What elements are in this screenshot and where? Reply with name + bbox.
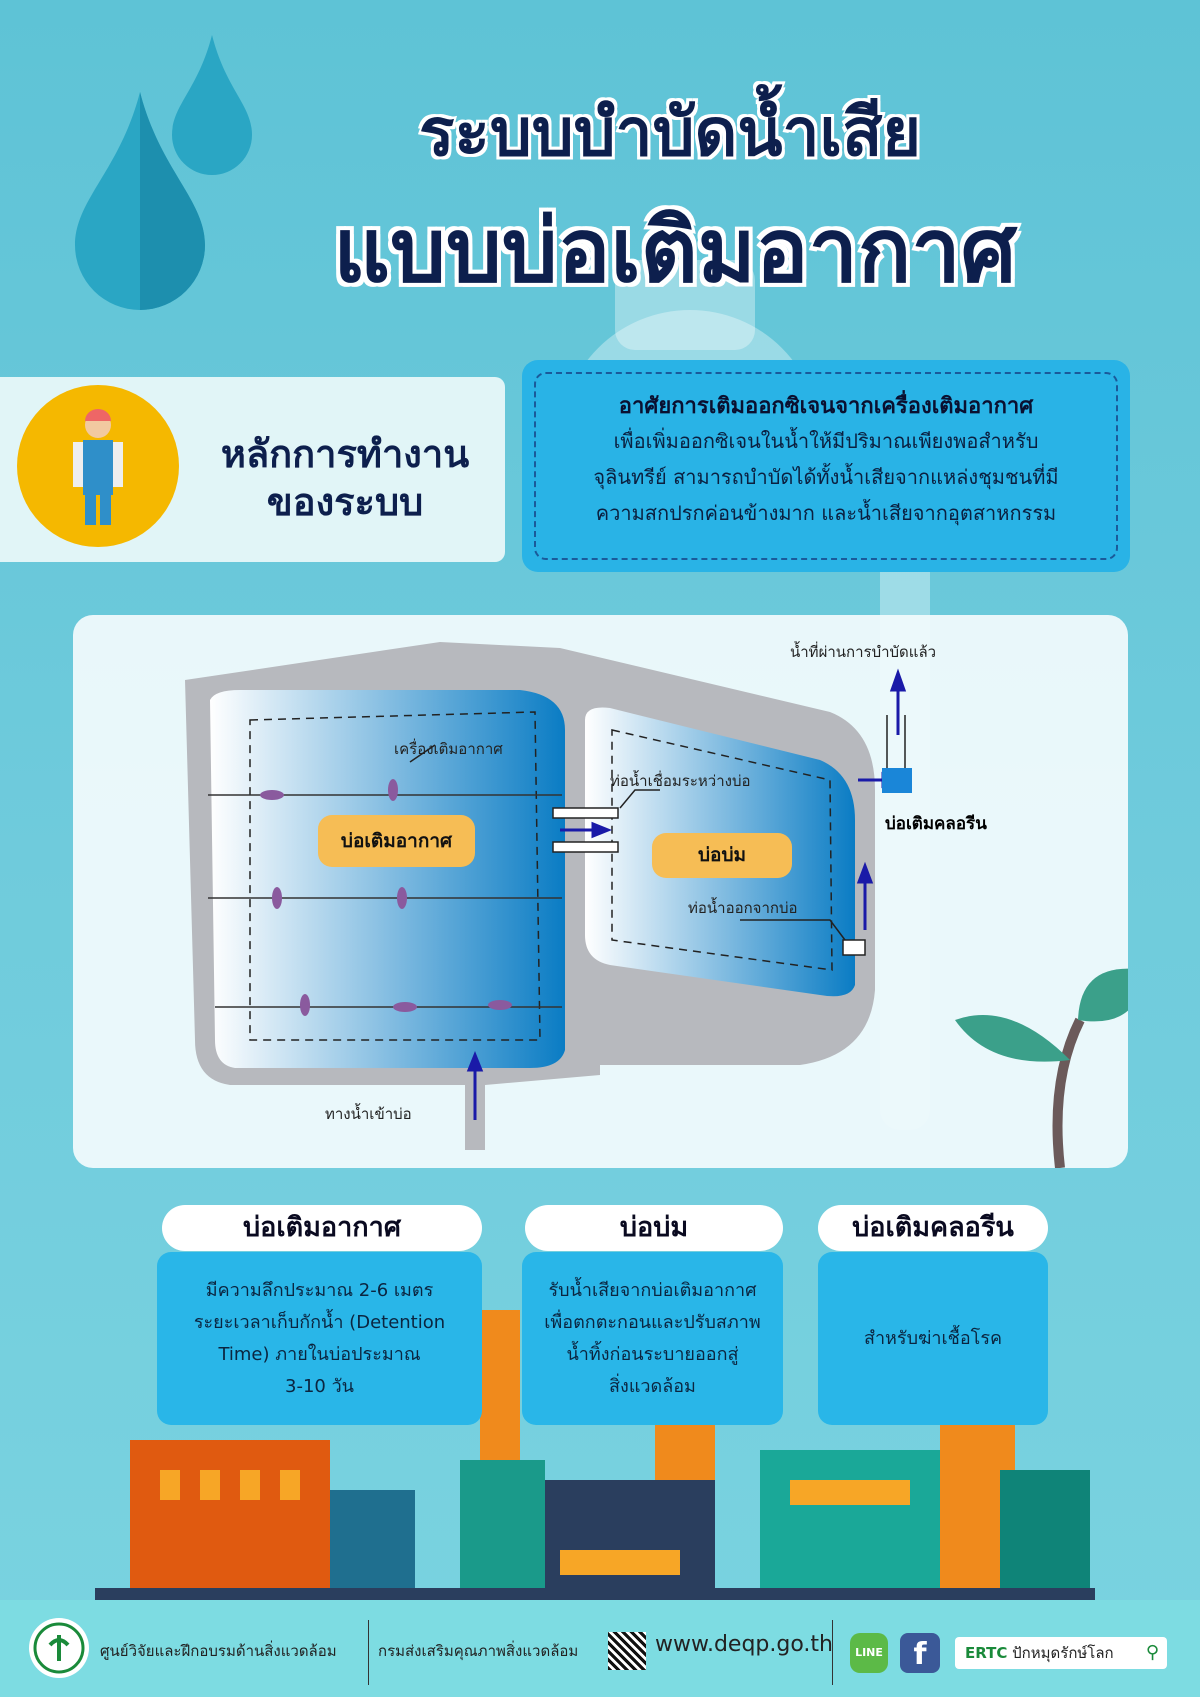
- card-line: ระยะเวลาเก็บกักน้ำ (Detention: [193, 1311, 446, 1333]
- card-aeration: มีความลึกประมาณ 2-6 เมตรระยะเวลาเก็บกักน…: [157, 1252, 482, 1425]
- divider: [368, 1620, 369, 1685]
- plant-icon: [955, 968, 1128, 1168]
- connect-pipe-label: ท่อน้ำเชื่อมระหว่างบ่อ: [610, 772, 751, 790]
- footer-dept-name: กรมส่งเสริมคุณภาพสิ่งแวดล้อม: [378, 1642, 579, 1660]
- card-line: สำหรับฆ่าเชื้อโรค: [863, 1327, 1003, 1349]
- card-maturation: รับน้ำเสียจากบ่อเติมอากาศเพื่อตกตะกอนและ…: [522, 1252, 783, 1425]
- search-text: ปักหมุดรักษ์โลก: [1012, 1644, 1114, 1662]
- info-heading: อาศัยการเติมออกซิเจนจากเครื่องเติมอากาศ: [618, 394, 1034, 419]
- card-title-maturation: บ่อบ่ม: [525, 1205, 783, 1251]
- card-chlorine: สำหรับฆ่าเชื้อโรค: [818, 1252, 1048, 1425]
- maturation-pond-badge: บ่อบ่ม: [652, 833, 792, 878]
- footer: ศูนย์วิจัยและฝึกอบรมด้านสิ่งแวดล้อม กรมส…: [0, 1600, 1200, 1697]
- card-line: Time) ภายในบ่อประมาณ: [218, 1343, 421, 1365]
- industrial-skyline: [95, 1310, 1095, 1600]
- worker-icon: [73, 409, 123, 525]
- aerator-label: เครื่องเติมอากาศ: [394, 740, 503, 758]
- aeration-pond-badge: บ่อเติมอากาศ: [318, 815, 475, 867]
- info-line: ความสกปรกค่อนข้างมาก และน้ำเสียจากอุตสาห…: [595, 501, 1057, 525]
- line-icon[interactable]: LINE: [850, 1633, 888, 1673]
- info-line: จุลินทรีย์ สามารถบำบัดได้ทั้งน้ำเสียจากแ…: [593, 465, 1059, 489]
- card-line: รับน้ำเสียจากบ่อเติมอากาศ: [548, 1279, 757, 1301]
- search-icon[interactable]: ⚲: [1145, 1642, 1159, 1663]
- info-line: เพื่อเพิ่มออกซิเจนในน้ำให้มีปริมาณเพียงพ…: [613, 429, 1039, 453]
- diagram-panel: เครื่องเติมอากาศ บ่อเติมอากาศ ท่อน้ำเชื่…: [73, 615, 1128, 1168]
- principle-line1: หลักการทำงาน: [220, 432, 470, 476]
- card-line: เพื่อตกตะกอนและปรับสภาพ: [544, 1311, 761, 1333]
- principle-info-box: อาศัยการเติมออกซิเจนจากเครื่องเติมอากาศ …: [522, 360, 1130, 572]
- card-line: 3-10 วัน: [285, 1375, 354, 1397]
- aeration-pond: [210, 690, 565, 1068]
- title-line1: ระบบบำบัดน้ำเสีย: [418, 94, 922, 171]
- water-drop-icon: [75, 35, 252, 310]
- treated-water-label: น้ำที่ผ่านการบำบัดแล้ว: [790, 643, 937, 661]
- principle-line2: ของระบบ: [266, 480, 424, 524]
- ertc-logo: [29, 1618, 89, 1678]
- outlet-pipe-label: ท่อน้ำออกจากบ่อ: [688, 899, 798, 917]
- card-title-chlorine: บ่อเติมคลอรีน: [818, 1205, 1048, 1251]
- chlorine-tank: [882, 768, 912, 793]
- title-line2: แบบบ่อเติมอากาศ: [333, 199, 1017, 302]
- aerator-icon: [260, 779, 512, 1016]
- pond-diagram: [185, 642, 1128, 1168]
- inlet-label: ทางน้ำเข้าบ่อ: [325, 1105, 412, 1123]
- chlorine-pond-label: บ่อเติมคลอรีน: [885, 814, 987, 834]
- card-title-aeration: บ่อเติมอากาศ: [162, 1205, 482, 1251]
- facebook-icon[interactable]: f: [900, 1633, 940, 1673]
- footer-center-name: ศูนย์วิจัยและฝึกอบรมด้านสิ่งแวดล้อม: [100, 1642, 337, 1660]
- principle-heading: หลักการทำงาน ของระบบ: [190, 430, 500, 526]
- footer-website-link[interactable]: www.deqp.go.th: [655, 1632, 833, 1657]
- ertc-search-box[interactable]: ERTC ปักหมุดรักษ์โลก ⚲: [955, 1637, 1167, 1669]
- worker-avatar: [17, 385, 179, 547]
- qr-code-icon: [608, 1632, 646, 1670]
- divider: [832, 1620, 833, 1685]
- card-line: สิ่งแวดล้อม: [609, 1375, 696, 1397]
- search-brand: ERTC: [965, 1644, 1008, 1662]
- card-line: มีความลึกประมาณ 2-6 เมตร: [205, 1279, 434, 1301]
- card-line: น้ำทิ้งก่อนระบายออกสู่: [566, 1343, 739, 1365]
